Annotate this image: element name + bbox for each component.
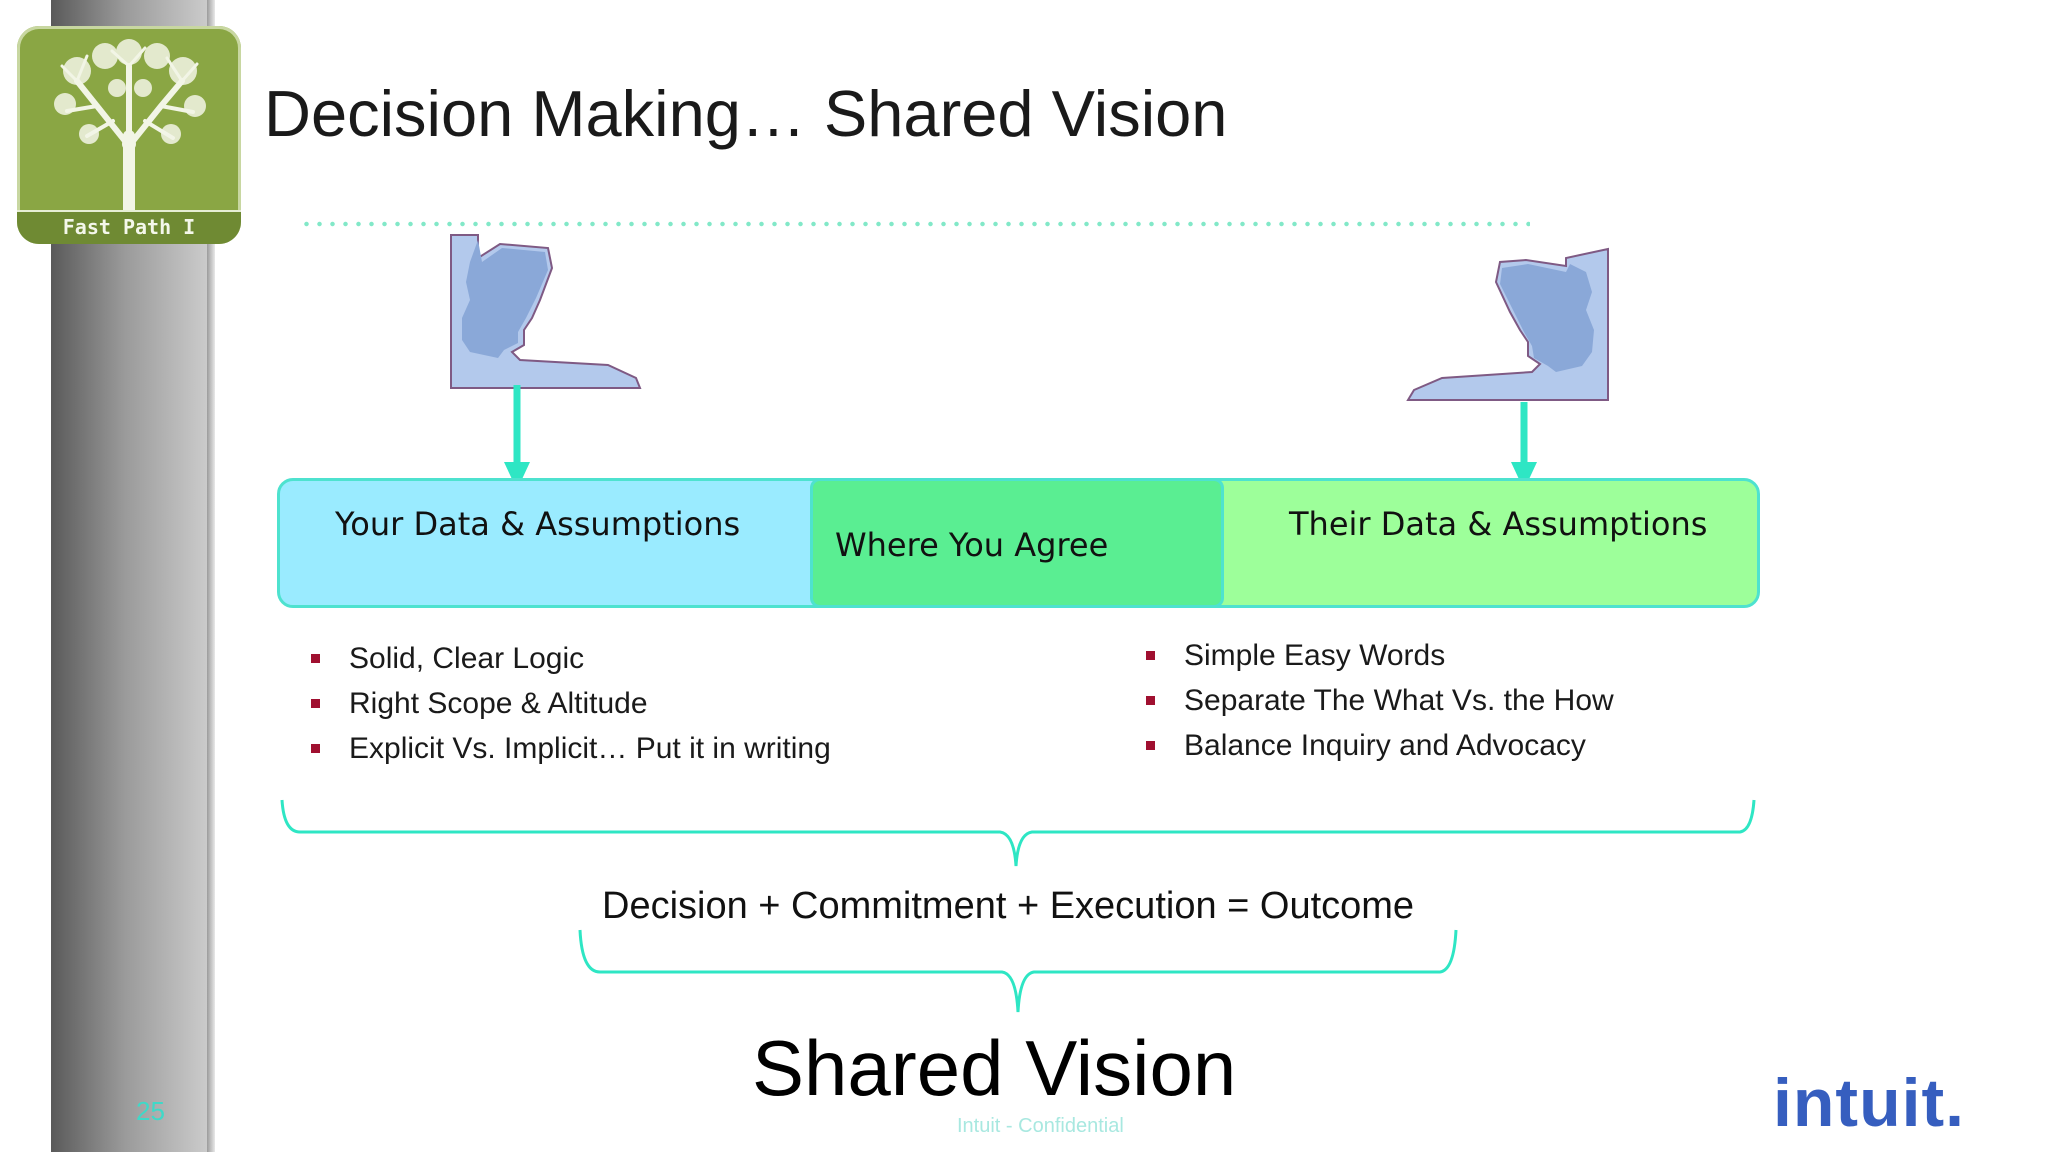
confidential-label: Intuit - Confidential xyxy=(957,1115,1124,1137)
svg-text:intuit.: intuit. xyxy=(1773,1068,1965,1138)
bottom-brace xyxy=(578,929,1458,1013)
intuit-logo: intuit. xyxy=(1773,1068,1965,1138)
dotted-divider xyxy=(300,221,1530,227)
list-item: Explicit Vs. Implicit… Put it in writing xyxy=(311,726,831,771)
sidebar-edge xyxy=(207,0,215,1152)
top-brace xyxy=(280,799,1756,867)
right-head-silhouette xyxy=(1406,247,1609,401)
left-head-silhouette xyxy=(450,234,642,389)
logo-caption: Fast Path I xyxy=(17,210,241,244)
bullet-marker xyxy=(1146,696,1155,705)
bullet-marker xyxy=(1146,651,1155,660)
left-bullet-list: Solid, Clear Logic Right Scope & Altitud… xyxy=(311,636,831,771)
bullet-marker xyxy=(311,744,320,753)
page-title: Decision Making… Shared Vision xyxy=(264,77,1228,150)
list-item: Separate The What Vs. the How xyxy=(1146,678,1614,723)
bullet-marker xyxy=(311,654,320,663)
right-arrow xyxy=(1511,402,1537,490)
your-data-box: Your Data & Assumptions xyxy=(277,478,837,608)
bullet-marker xyxy=(311,699,320,708)
list-item: Simple Easy Words xyxy=(1146,633,1614,678)
list-item: Right Scope & Altitude xyxy=(311,681,831,726)
tree-figure-icon xyxy=(54,39,206,216)
fast-path-logo: Fast Path I xyxy=(17,26,241,244)
equation-text: Decision + Commitment + Execution = Outc… xyxy=(602,885,1415,927)
bullet-marker xyxy=(1146,741,1155,750)
their-data-box: Their Data & Assumptions xyxy=(1210,478,1760,608)
page-number: 25 xyxy=(136,1096,165,1126)
where-you-agree-box: Where You Agree xyxy=(810,478,1224,608)
list-item: Balance Inquiry and Advocacy xyxy=(1146,723,1614,768)
conclusion-text: Shared Vision xyxy=(752,1024,1237,1112)
left-arrow xyxy=(504,385,530,490)
right-bullet-list: Simple Easy Words Separate The What Vs. … xyxy=(1146,633,1614,768)
list-item: Solid, Clear Logic xyxy=(311,636,831,681)
